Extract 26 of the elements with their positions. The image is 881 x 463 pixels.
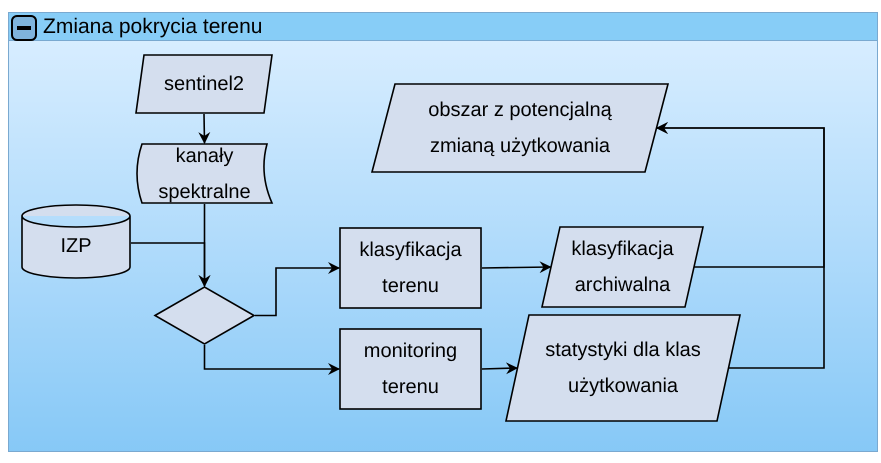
arrow bbox=[198, 114, 210, 144]
data-parallelogram bbox=[505, 314, 741, 422]
input-parallelogram bbox=[135, 54, 273, 114]
arrow bbox=[482, 362, 518, 374]
arrow bbox=[204, 345, 340, 375]
decision-diamond bbox=[154, 286, 255, 345]
swimlane-container bbox=[8, 12, 878, 452]
node-label: klasyfikacja terenu bbox=[358, 238, 463, 299]
node-label: sentinel2 bbox=[164, 72, 244, 97]
arrow bbox=[255, 262, 340, 316]
node-label: IZP bbox=[60, 234, 92, 258]
arrow bbox=[656, 122, 825, 369]
arrow bbox=[482, 261, 552, 274]
data-parallelogram bbox=[541, 226, 704, 308]
container-title: Zmiana pokrycia terenu bbox=[43, 14, 262, 40]
process-box bbox=[339, 328, 482, 410]
node-label: klasyfikacja archiwalna bbox=[570, 237, 675, 298]
node-label: monitoring terenu bbox=[362, 339, 458, 400]
node-label: kanały spektralne bbox=[157, 144, 252, 204]
database-cylinder bbox=[21, 204, 131, 279]
node-label: obszar z potencjalną zmianą użytkowania bbox=[427, 98, 613, 159]
node-label: statystyki dla klas użytkowania bbox=[544, 338, 702, 399]
output-parallelogram bbox=[371, 83, 669, 173]
punched-tape-shape bbox=[136, 143, 273, 204]
process-box bbox=[339, 227, 482, 309]
arrow bbox=[131, 242, 210, 287]
